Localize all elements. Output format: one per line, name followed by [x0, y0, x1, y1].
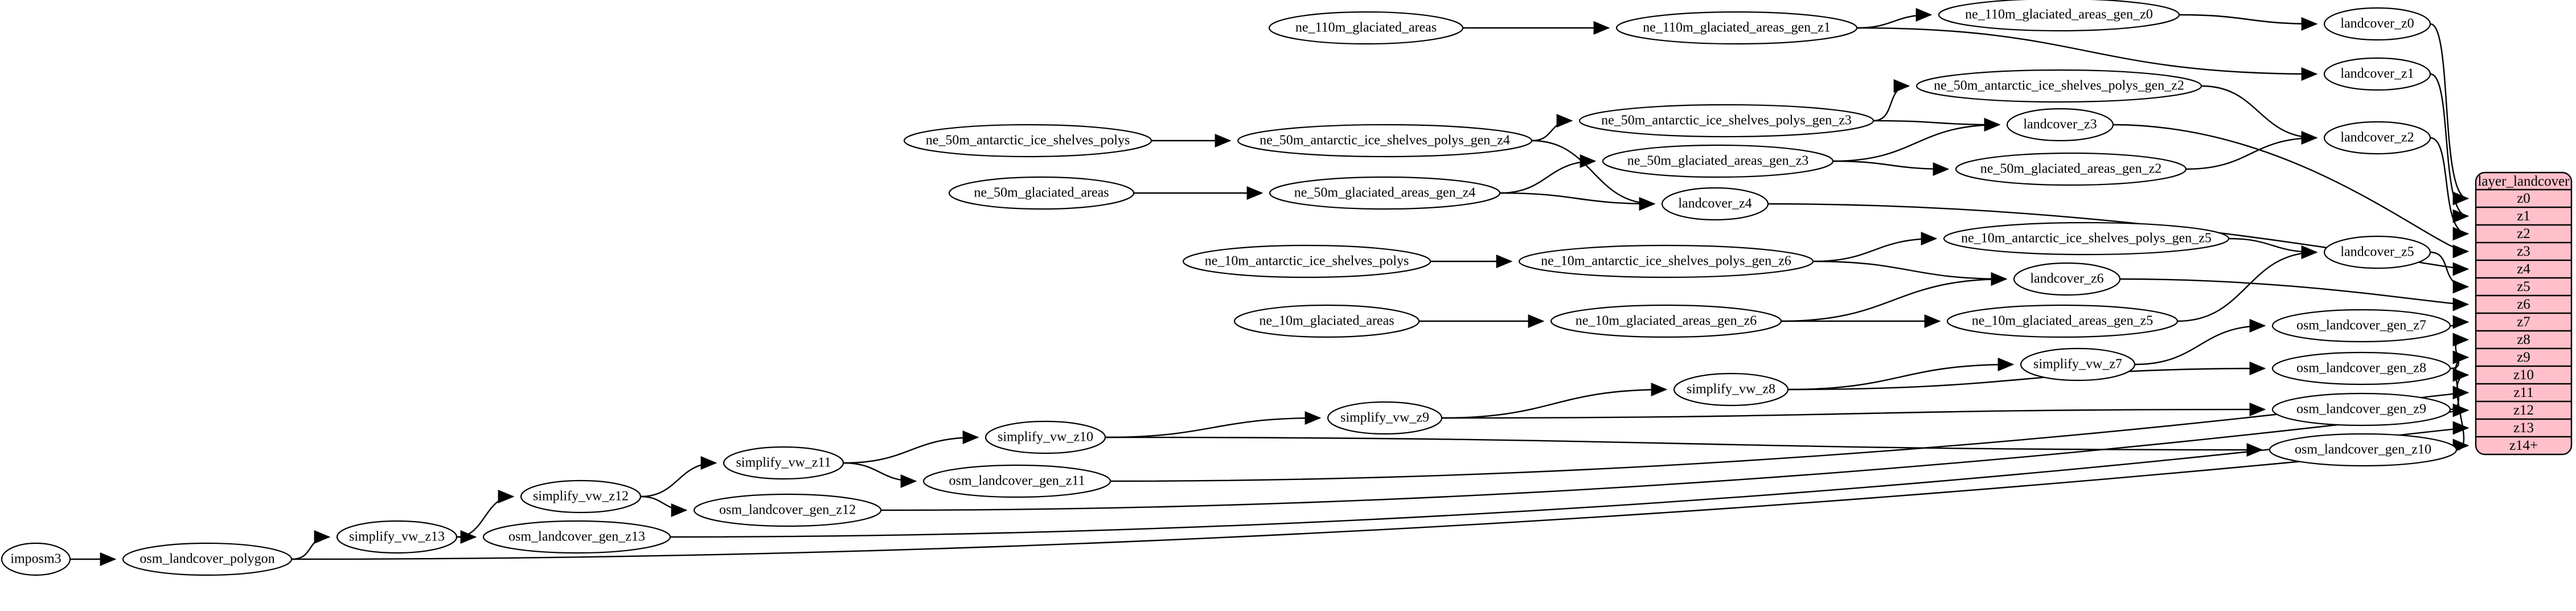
- edge-landcover_z0--to--layer_landcover.z0: [2430, 23, 2470, 206]
- edge-osm_landcover_gen_z7--to--layer_landcover.z7: [2450, 315, 2470, 329]
- node-landcover_z0[interactable]: [2323, 7, 2431, 41]
- edge-osm_landcover_gen_z9--to--layer_landcover.z9: [2450, 350, 2470, 411]
- node-simplify_vw_z11[interactable]: [723, 446, 844, 480]
- node-landcover_z6[interactable]: [2013, 262, 2121, 296]
- node-ne_110m_glaciated_areas_gen_z1[interactable]: [1615, 11, 1858, 45]
- node-ne_10m_glaciated_areas_gen_z5[interactable]: [1946, 304, 2179, 338]
- edge-simplify_vw_z12--to--simplify_vw_z11: [640, 456, 717, 498]
- node-simplify_vw_z9[interactable]: [1327, 401, 1443, 435]
- edge-landcover_z4--to--layer_landcover.z4: [1767, 203, 2470, 276]
- edge-ne_50m_glaciated_areas_gen_z3--to--landcover_z3: [1832, 118, 2001, 162]
- node-ne_10m_antarctic_ice_shelves_polys[interactable]: [1182, 244, 1431, 278]
- edge-ne_10m_antarctic_ice_shelves_polys_gen_z6--to--ne_10m_antarctic_ice_shelves_polys_gen_z5: [1812, 232, 1938, 263]
- edge-ne_10m_glaciated_areas_gen_z6--to--landcover_z6: [1781, 272, 2008, 322]
- edge-ne_50m_glaciated_areas_gen_z4--to--ne_50m_glaciated_areas_gen_z3: [1499, 154, 1597, 194]
- node-landcover_z1[interactable]: [2323, 57, 2431, 91]
- edge-simplify_vw_z8--to--simplify_vw_z7: [1787, 358, 2015, 391]
- edge-ne_110m_glaciated_areas_gen_z1--to--ne_110m_glaciated_areas_gen_z0: [1856, 8, 1933, 29]
- edge-ne_50m_glaciated_areas_gen_z2--to--landcover_z2: [2185, 131, 2318, 170]
- node-ne_110m_glaciated_areas_gen_z0[interactable]: [1938, 0, 2180, 32]
- edge-simplify_vw_z12--to--osm_landcover_gen_z12: [640, 495, 688, 517]
- node-landcover_z2[interactable]: [2323, 121, 2431, 155]
- edge-landcover_z1--to--layer_landcover.z1: [2430, 73, 2470, 223]
- node-simplify_vw_z12[interactable]: [520, 479, 642, 514]
- node-ne_10m_glaciated_areas_gen_z6[interactable]: [1550, 304, 1782, 338]
- node-osm_landcover_gen_z10[interactable]: [2269, 433, 2458, 467]
- edge-ne_50m_antarctic_ice_shelves_polys_gen_z4--to--landcover_z4: [1531, 140, 1656, 211]
- node-landcover_z4[interactable]: [1661, 187, 1769, 221]
- node-ne_50m_antarctic_ice_shelves_polys_gen_z4[interactable]: [1237, 124, 1533, 158]
- edge-simplify_vw_z10--to--osm_landcover_gen_z10: [1105, 436, 2263, 457]
- node-ne_50m_antarctic_ice_shelves_polys_gen_z3[interactable]: [1578, 104, 1874, 138]
- edge-ne_50m_antarctic_ice_shelves_polys_gen_z3--to--landcover_z3: [1873, 117, 2001, 132]
- node-ne_50m_glaciated_areas_gen_z4[interactable]: [1269, 176, 1501, 210]
- edge-ne_50m_antarctic_ice_shelves_polys_gen_z3--to--ne_50m_antarctic_ice_shelves_polys_gen_z2: [1873, 79, 1910, 122]
- node-ne_50m_glaciated_areas_gen_z3[interactable]: [1602, 144, 1834, 178]
- edge-simplify_vw_z11--to--simplify_vw_z10: [843, 430, 979, 464]
- node-imposm3[interactable]: [1, 542, 71, 576]
- edge-osm_landcover_gen_z10--to--layer_landcover.z10: [2452, 368, 2470, 451]
- node-ne_50m_antarctic_ice_shelves_polys[interactable]: [903, 124, 1152, 158]
- edge-landcover_z6--to--layer_landcover.z6: [2119, 278, 2470, 311]
- node-osm_landcover_gen_z8[interactable]: [2271, 351, 2451, 386]
- node-osm_landcover_gen_z13[interactable]: [482, 520, 671, 554]
- edge-osm_landcover_gen_z12--to--layer_landcover.z12: [880, 403, 2470, 511]
- node-osm_landcover_polygon[interactable]: [122, 542, 293, 576]
- edge-ne_10m_antarctic_ice_shelves_polys_gen_z5--to--landcover_z5: [2228, 237, 2318, 259]
- node-landcover_z3[interactable]: [2006, 108, 2114, 142]
- node-osm_landcover_gen_z11[interactable]: [922, 464, 1111, 498]
- node-simplify_vw_z10[interactable]: [985, 420, 1106, 454]
- edge-osm_landcover_gen_z11--to--layer_landcover.z11: [1110, 386, 2470, 482]
- edge-landcover_z2--to--layer_landcover.z2: [2430, 137, 2470, 241]
- node-simplify_vw_z7[interactable]: [2020, 347, 2136, 382]
- edge-simplify_vw_z7--to--osm_landcover_gen_z7: [2134, 319, 2266, 366]
- node-ne_50m_antarctic_ice_shelves_polys_gen_z2[interactable]: [1915, 69, 2202, 103]
- edge-ne_10m_antarctic_ice_shelves_polys_gen_z6--to--landcover_z6: [1812, 260, 2008, 286]
- edge-ne_50m_antarctic_ice_shelves_polys_gen_z2--to--landcover_z2: [2201, 85, 2318, 145]
- edge-landcover_z3--to--layer_landcover.z3: [2113, 124, 2470, 259]
- edge-ne_50m_glaciated_areas_gen_z3--to--ne_50m_glaciated_areas_gen_z2: [1832, 160, 1950, 176]
- node-ne_110m_glaciated_areas[interactable]: [1268, 11, 1464, 45]
- node-ne_10m_antarctic_ice_shelves_polys_gen_z6[interactable]: [1518, 244, 1814, 278]
- edge-simplify_vw_z10--to--simplify_vw_z9: [1105, 411, 1322, 438]
- node-osm_landcover_gen_z9[interactable]: [2271, 392, 2451, 427]
- node-ne_50m_glaciated_areas[interactable]: [948, 176, 1135, 210]
- node-landcover_z5[interactable]: [2323, 235, 2431, 269]
- node-simplify_vw_z8[interactable]: [1673, 372, 1789, 407]
- edge-osm_landcover_polygon--to--simplify_vw_z13: [291, 530, 331, 560]
- edge-ne_50m_antarctic_ice_shelves_polys_gen_z4--to--ne_50m_antarctic_ice_shelves_polys_gen_z3: [1531, 114, 1573, 142]
- edge-ne_10m_glaciated_areas_gen_z5--to--landcover_z5: [2177, 245, 2318, 322]
- node-ne_10m_antarctic_ice_shelves_polys_gen_z5[interactable]: [1943, 222, 2230, 256]
- edge-landcover_z5--to--layer_landcover.z5: [2430, 251, 2470, 294]
- edge-simplify_vw_z9--to--simplify_vw_z8: [1441, 383, 1668, 419]
- node-ne_50m_glaciated_areas_gen_z2[interactable]: [1955, 152, 2187, 186]
- edge-ne_110m_glaciated_areas_gen_z0--to--landcover_z0: [2179, 14, 2318, 31]
- edge-ne_110m_glaciated_areas_gen_z1--to--landcover_z1: [1856, 27, 2318, 81]
- node-simplify_vw_z13[interactable]: [336, 520, 458, 554]
- edge-osm_landcover_gen_z8--to--layer_landcover.z8: [2450, 333, 2470, 370]
- node-osm_landcover_gen_z7[interactable]: [2271, 309, 2451, 343]
- edge-simplify_vw_z8--to--osm_landcover_gen_z8: [1787, 362, 2266, 391]
- edge-simplify_vw_z9--to--osm_landcover_gen_z9: [1441, 403, 2266, 419]
- edge-simplify_vw_z11--to--osm_landcover_gen_z11: [843, 462, 917, 488]
- edge-ne_50m_glaciated_areas_gen_z4--to--landcover_z4: [1499, 192, 1656, 211]
- node-osm_landcover_gen_z12[interactable]: [693, 493, 882, 527]
- node-ne_10m_glaciated_areas[interactable]: [1233, 304, 1420, 338]
